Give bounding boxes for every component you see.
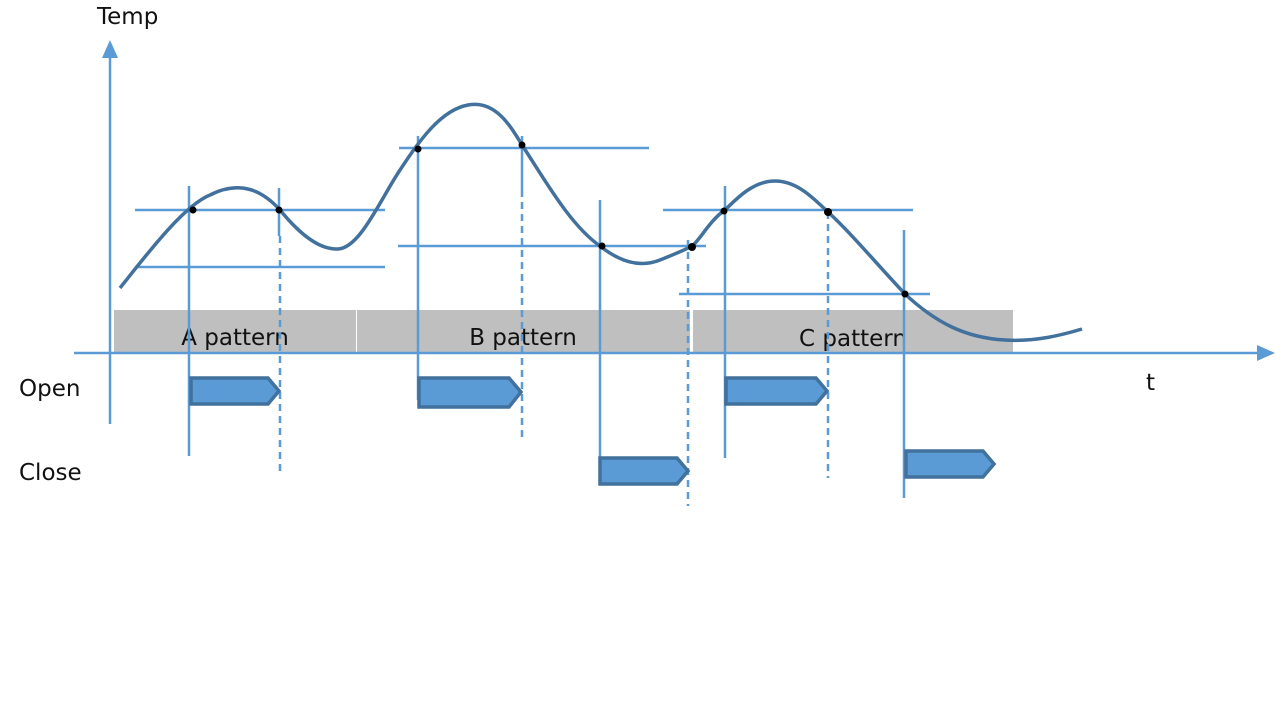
y-axis-arrowhead [102,40,118,58]
open-arrow-2 [417,376,524,409]
point-4 [518,141,526,149]
x-axis-arrowhead [1257,345,1275,361]
intersection-points [189,141,909,298]
point-2 [275,206,283,214]
pattern-bands: A pattern B pattern C pattern [114,310,1013,353]
close-row-label: Close [19,460,82,486]
point-1 [189,206,197,214]
point-6 [688,243,696,251]
point-8 [824,208,832,216]
band-label-c: C pattern [799,326,907,352]
band-label-a: A pattern [181,325,289,351]
open-row-label: Open [19,376,81,402]
close-arrow-2 [904,449,997,479]
point-7 [720,207,728,215]
y-axis-label: Temp [97,4,159,30]
threshold-lines [135,146,930,296]
x-axis-label: t [1146,370,1156,396]
open-arrow-1 [189,376,282,406]
arrow-blocks [189,376,997,486]
band-b-pattern [357,310,690,353]
band-a-pattern [114,310,356,353]
point-3 [414,145,422,153]
open-arrow-3 [724,376,830,406]
close-arrow-1 [598,456,691,486]
axes [74,40,1275,424]
dashed-vertical-markers [278,190,830,506]
point-9 [901,290,909,298]
point-5 [598,242,606,250]
